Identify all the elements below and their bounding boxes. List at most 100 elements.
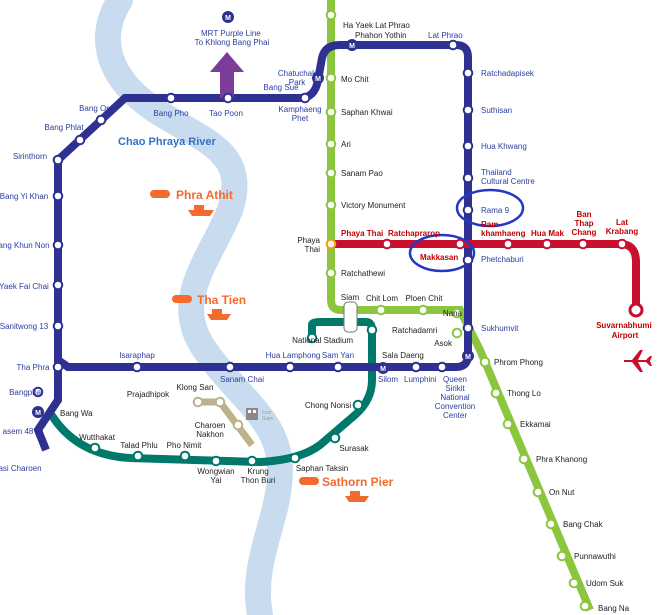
station-label-surasak: Surasak	[339, 444, 369, 453]
station-label-sirindhorn: Sirinthorn	[13, 152, 47, 161]
station-label-silom: Silom	[378, 375, 398, 384]
station-dot-nana	[451, 307, 463, 319]
station-dot-bang-na	[579, 600, 591, 612]
station-dot-qsncc	[436, 361, 448, 373]
chao-phraya-river	[94, 0, 294, 615]
station-label-tha-phra: Tha Phra	[17, 363, 50, 372]
station-label-hua-lamphong: Hua Lamphong	[266, 351, 321, 360]
mrt-badge-top	[222, 11, 234, 23]
teal-line	[44, 318, 376, 467]
svg-text:M: M	[349, 43, 355, 50]
station-label-nana: Nana	[443, 309, 463, 318]
station-label-bang-khun-non: ang Khun Non	[0, 241, 50, 250]
station-dot-udom-suk	[568, 577, 580, 589]
svg-text:Icon: Icon	[262, 410, 272, 416]
station-label-thong-lo: Thong Lo	[507, 389, 541, 398]
station-label-bang-chak: Bang Chak	[563, 520, 604, 529]
purple-line-arrow	[210, 52, 244, 98]
station-label-bang-na: Bang Na	[598, 604, 630, 613]
station-dot-kamphaeng-phet	[299, 92, 311, 104]
station-label-ari: Ari	[341, 140, 351, 149]
svg-text:M: M	[380, 366, 386, 373]
station-dot-bangphai	[32, 386, 44, 398]
station-label-bang-o: Bang Or	[79, 104, 109, 113]
station-dot-chit-lom	[375, 304, 387, 316]
station-dot-rama-9	[462, 204, 474, 216]
station-label-phahon-yothin: Phahon Yothin	[355, 31, 407, 40]
pier-phra-athit: Phra Athit	[150, 188, 233, 216]
station-dot-wongwian-yai	[210, 455, 222, 467]
station-dot-national-stadium	[306, 332, 318, 344]
svg-text:Tha Tien: Tha Tien	[197, 293, 246, 307]
station-dot-lat-phrao	[447, 39, 459, 51]
station-dot-thailand-cultural-centre	[462, 172, 474, 184]
station-label-chit-lom: Chit Lom	[366, 294, 398, 303]
station-dot-sanam-pao	[325, 167, 337, 179]
green-line-sukhumvit	[327, 0, 594, 612]
station-dot-ekkamai	[502, 418, 514, 430]
station-label-phrom-phong: Phrom Phong	[494, 358, 543, 367]
station-dot-krung-thon-buri	[246, 455, 258, 467]
station-label-lat-phrao: Lat Phrao	[428, 31, 463, 40]
station-dot-hua-mak	[541, 238, 553, 250]
station-dot-ha-yaek-lat-phrao	[325, 9, 337, 21]
station-dot-phetchaburi	[462, 254, 474, 266]
station-label-bang-sue: Bang Sue	[263, 83, 299, 92]
station-dot-bang-yi-khan	[52, 190, 64, 202]
station-label-talad-phlu: Talad Phlu	[120, 441, 157, 450]
station-dot-saphan-khwai	[325, 106, 337, 118]
station-label-bangphai: Bangphai	[9, 388, 43, 397]
station-dot-hua-lamphong	[284, 361, 296, 373]
station-label-victory-monument: Victory Monument	[341, 201, 406, 210]
station-label-fai-chai: Yaek Fai Chai	[0, 282, 49, 291]
station-label-on-nut: On Nut	[549, 488, 575, 497]
station-label-wutthakat: Wutthakat	[79, 433, 116, 442]
highlight-ring-makkasan	[408, 233, 476, 273]
station-label-phasi-charoen: asi Charoen	[0, 464, 42, 473]
station-label-rama-9: Rama 9	[481, 206, 510, 215]
station-label-bang-pho: Bang Pho	[153, 109, 189, 118]
station-dot-ratchathewi	[325, 267, 337, 279]
station-label-ratchaprarop: Ratchaprarop	[388, 229, 440, 238]
station-dot-sam-yan	[332, 361, 344, 373]
station-label-saphan-taksin: Saphan Taksin	[296, 464, 348, 473]
station-dot-ratchadamri	[366, 324, 378, 336]
station-label-sala-daeng: Sala Daeng	[382, 351, 424, 360]
station-label-punnawithi: Punnawuthi	[574, 552, 616, 561]
icon-siam-building-icon: Icon Siam	[246, 408, 273, 422]
mrt-badge-asok: M	[462, 350, 474, 362]
purple-line-label: MRT Purple Line To Khlong Bang Phai	[195, 29, 270, 47]
station-label-sanam-pao: Sanam Pao	[341, 169, 383, 178]
station-label-chong-nonsi: Chong Nonsi	[305, 401, 351, 410]
airplane-icon	[624, 350, 652, 372]
station-label-itsaraphap: Isaraphap	[119, 351, 155, 360]
station-label-siam: Siam	[341, 293, 360, 302]
svg-text:M: M	[35, 410, 41, 417]
mrt-badge-chatuchak: M	[346, 39, 358, 51]
station-dot-chong-nonsi	[352, 399, 364, 411]
station-dot-phra-khanong	[518, 453, 530, 465]
station-dot-sirindhorn	[52, 154, 64, 166]
station-dot-bang-khun-non	[52, 239, 64, 251]
station-dot-sanam-chai	[224, 361, 236, 373]
station-dot-khlong-san	[214, 396, 226, 408]
station-label-khlong-san: Klong San	[177, 383, 214, 392]
station-dot-fai-chai	[52, 279, 64, 291]
station-label-udom-suk: Udom Suk	[586, 579, 624, 588]
station-label-ratchadapisek: Ratchadapisek	[481, 69, 535, 78]
station-label-sam-yan: Sam Yan	[322, 351, 354, 360]
pier-sathorn: Sathorn Pier	[299, 475, 394, 502]
station-label-ekkamai: Ekkamai	[520, 420, 551, 429]
station-label-prajadhipok: Prajadhipok	[127, 390, 170, 399]
station-label-bang-wa: Bang Wa	[60, 409, 93, 418]
station-dot-ploen-chit	[417, 304, 429, 316]
station-dot-pho-nimit	[179, 450, 191, 462]
airport-terminal-circle	[628, 302, 644, 318]
